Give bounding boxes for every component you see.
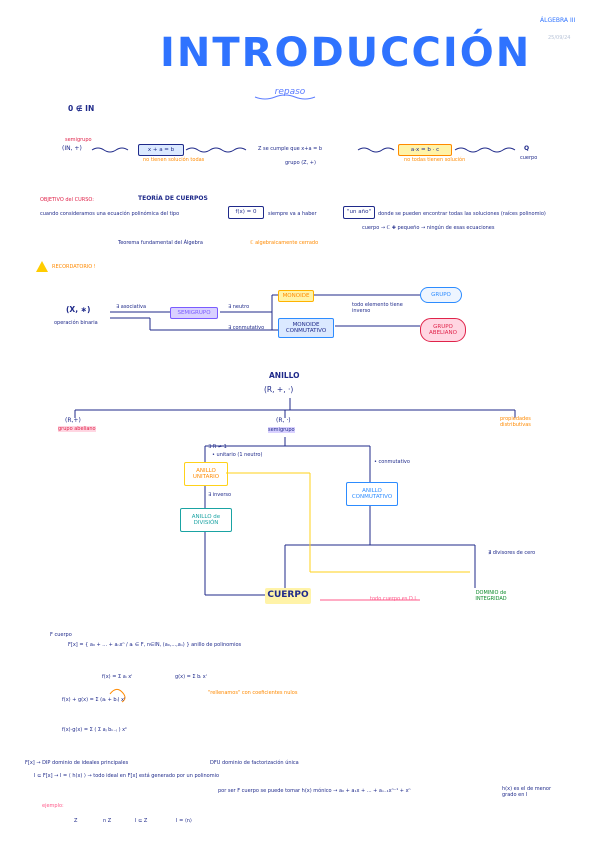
fx-equals-zero: f(x) = 0 — [228, 206, 264, 219]
anillo-division-box: ANILLO de DIVISIÓN — [180, 508, 232, 532]
q-note: cuerpo — [520, 155, 538, 161]
equation-1: x + a = b — [138, 144, 184, 156]
anillo-conmutativo-box: ANILLO CONMUTATIVO — [346, 482, 398, 506]
dominio-note: todo cuerpo es D.I. — [370, 596, 418, 602]
example-1: Z — [74, 818, 78, 824]
equation-2-note: no todas tienen solución — [404, 157, 466, 163]
objective-sentence-3: donde se pueden encontrar todas las solu… — [378, 211, 546, 217]
example-label: ejemplo: — [42, 803, 64, 809]
assoc-label: ∃ asociativa — [116, 304, 147, 310]
ring-add-label: grupo abeliano — [58, 426, 96, 432]
fx-def: F[x] = { a₀ + ... + aₙxⁿ / aᵢ ∈ F, n∈IN,… — [68, 642, 242, 648]
page-subtitle: repaso — [274, 87, 306, 97]
inverse-note: todo elemento tiene inverso — [352, 302, 403, 314]
xstar-pair: (X, ∗) — [66, 305, 91, 314]
equation-2: a·x = b · c — [398, 144, 452, 156]
example-3: I ⊆ Z — [135, 818, 148, 824]
course-label: ÁLGEBRA III — [540, 17, 576, 24]
warning-icon — [36, 261, 48, 272]
conmut-label: ∃ conmutativo — [228, 325, 265, 331]
binary-operation-label: operación binaria — [54, 320, 98, 326]
cuerpo-box: CUERPO — [265, 588, 311, 604]
page-title: INTRODUCCIÓN — [160, 30, 532, 76]
grupo-abeliano-box: GRUPO ABELIANO — [420, 318, 466, 342]
fg-prod: f(x)·g(x) = Σ ( Σ aⱼ bₖ₋ⱼ ) xᵏ — [62, 727, 128, 733]
anillo-title: ANILLO — [269, 371, 300, 380]
example-2: n Z — [103, 818, 112, 824]
ring-mul: (R, ·) — [276, 417, 291, 424]
f-cuerpo: F cuerpo — [50, 632, 72, 638]
zero-not-in: 0 ∉ IN — [68, 104, 95, 113]
monic-line: por ser F cuerpo se puede tomar h(x) món… — [218, 788, 411, 794]
monoide-conmutativo-box: MONOIDE CONMUTATIVO — [278, 318, 334, 338]
dfu-line: DFU dominio de factorización única — [210, 760, 299, 766]
unit-cond: ∃ R ≠ 1 — [208, 444, 227, 450]
ideal-line: I ⊆ F[x] → I = ⟨ h(x) ⟩ → todo ideal en … — [34, 773, 220, 779]
unit-note: • unitario (1 neutro) — [212, 452, 263, 458]
objective-sentence-2: siempre va a haber — [268, 211, 317, 217]
c-closed-label: ℂ algebraicamente cerrado — [250, 240, 319, 246]
z-text: Z se cumple que x+a = b — [258, 146, 323, 152]
grupo-box: GRUPO — [420, 287, 462, 303]
ring-add: (R,+) — [65, 417, 81, 424]
z-group: grupo (Z, +) — [285, 160, 316, 166]
semigroup-label: semigrupo — [65, 137, 92, 143]
no-zero-div: ∄ divisores de cero — [488, 550, 536, 556]
f-sum: f(x) = Σ aᵢ xⁱ — [102, 674, 133, 680]
semigrupo-box: SEMIGRUPO — [170, 307, 218, 319]
objective-label: OBJETIVO del CURSO: — [40, 197, 94, 203]
objective-chain: cuerpo → ℂ ✚ pequeño → ningún de esas ec… — [362, 225, 495, 231]
example-4: I = ⟨n⟩ — [176, 818, 192, 824]
dominio-label: DOMINIO de INTEGRIDAD — [475, 590, 507, 602]
dip-line: F[x] → DIP dominio de ideales principale… — [25, 760, 129, 766]
equation-1-note: no tienen solución todas — [143, 157, 205, 163]
objective-sentence: cuando consideramos una ecuación polinóm… — [40, 211, 180, 217]
monoide-box: MONOIDE — [278, 290, 314, 302]
rellenamos-note: "rellenamos" con coeficientes nulos — [208, 690, 298, 696]
tfa-label: Teorema fundamental del Álgebra — [118, 240, 203, 246]
monic-note: h(x) es el de menor grado en I — [502, 786, 552, 798]
g-sum: g(x) = Σ bᵢ xⁱ — [175, 674, 207, 680]
date-label: 25/09/24 — [548, 35, 571, 41]
neutral-label: ∃ neutro — [228, 304, 250, 310]
inverse-label: ∃ inverso — [208, 492, 232, 498]
anillo-triple: (R, +, ·) — [264, 385, 294, 394]
anillo-unitario-box: ANILLO UNITARIO — [184, 462, 228, 486]
un-ano-box: "un año" — [343, 206, 375, 219]
conm-note: • conmutativo — [374, 459, 410, 465]
objective-theory: TEORÍA DE CUERPOS — [138, 195, 208, 202]
fg-sum: f(x) + g(x) = Σ (aᵢ + bᵢ) xⁱ — [62, 697, 125, 703]
reminder-label: RECORDATORIO ! — [52, 264, 96, 270]
ring-mul-label: semigrupo — [268, 427, 295, 433]
semigroup-nat: (IN, +) — [62, 145, 82, 152]
q-symbol: Q — [524, 145, 530, 152]
distributive-label: propiedades distributivas — [500, 416, 531, 428]
